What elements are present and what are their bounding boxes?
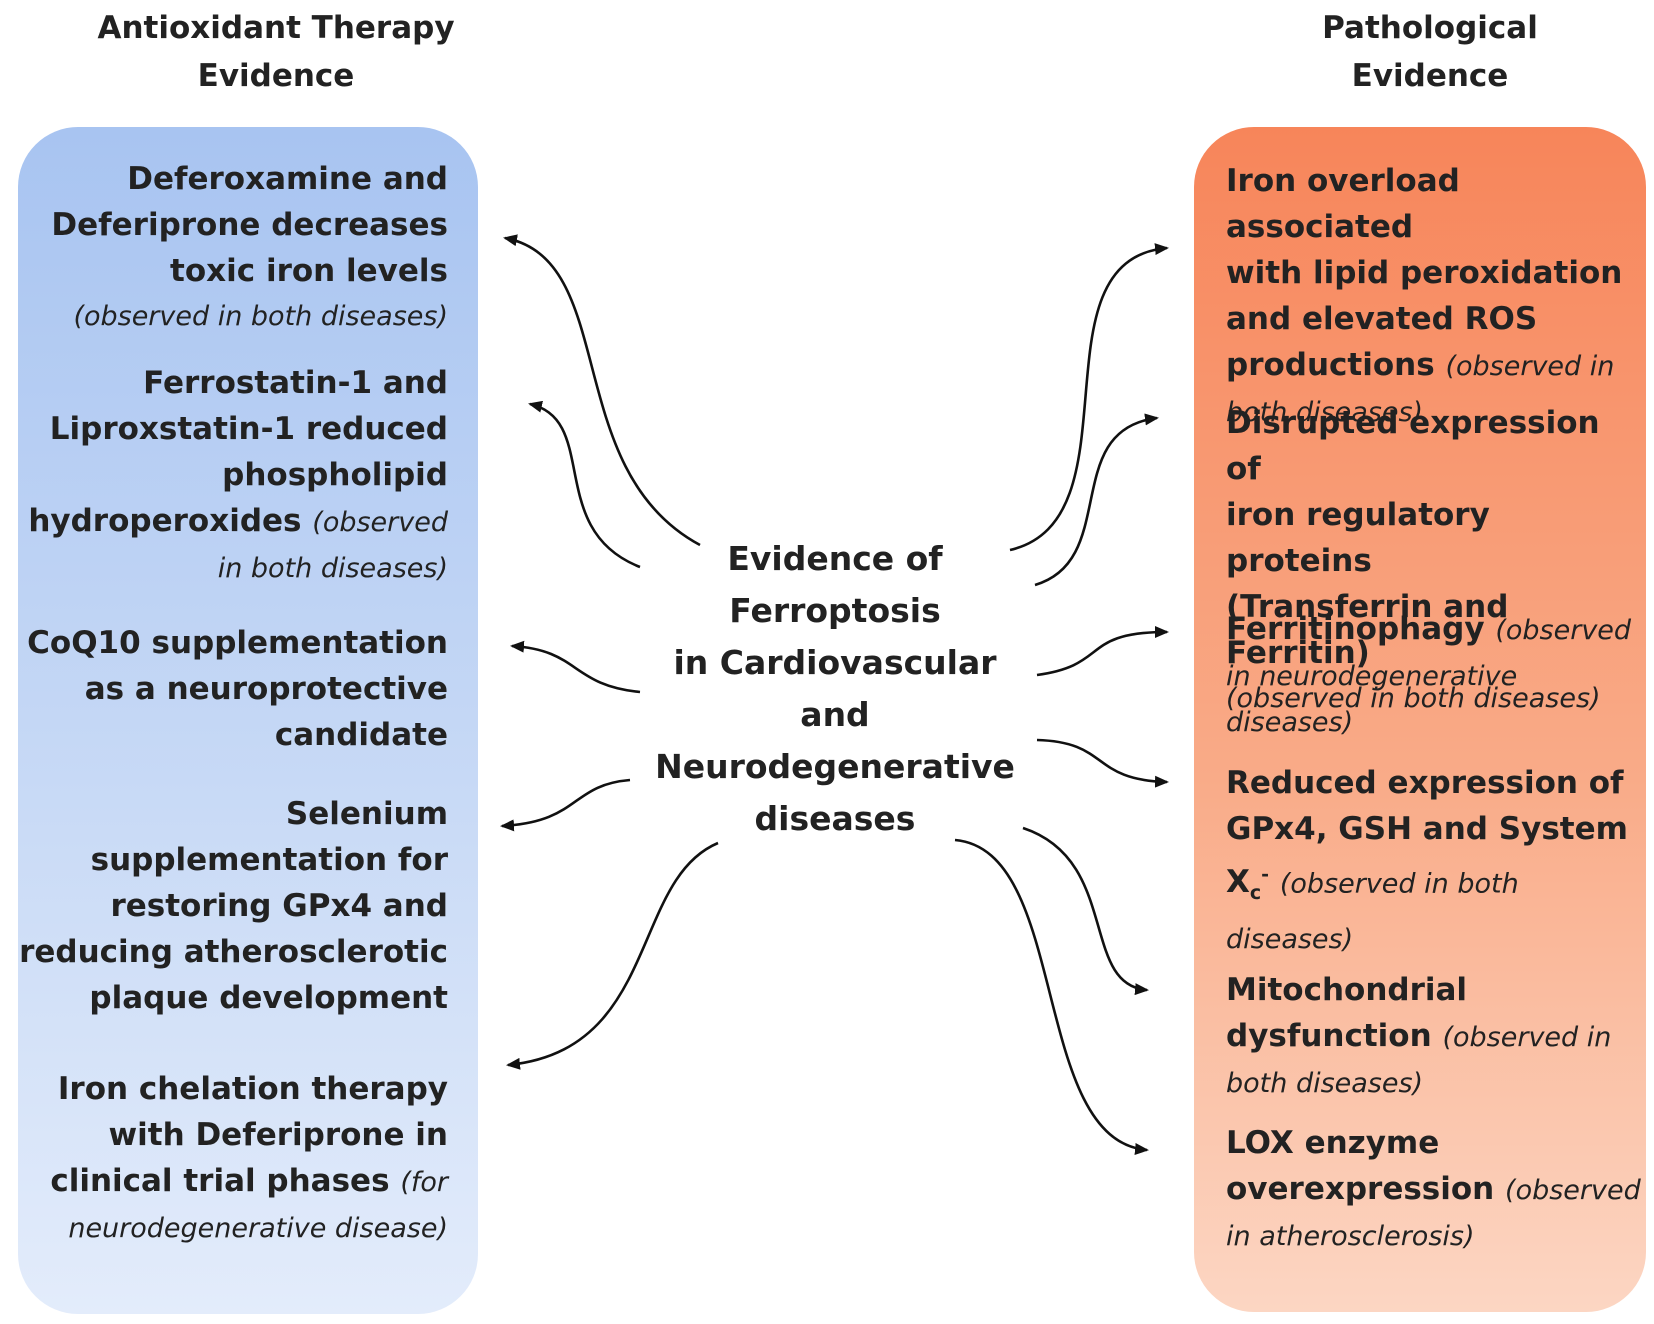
item-line: Liproxstatin-1 reduced xyxy=(49,411,448,447)
item-line: Iron overload associated xyxy=(1226,163,1460,245)
item-note: neurodegenerative disease) xyxy=(68,1213,448,1244)
item-note: (observed xyxy=(1495,615,1632,646)
item-line: Reduced expression of xyxy=(1226,765,1624,801)
item-line: Selenium xyxy=(285,796,448,832)
center-line: in Cardiovascular xyxy=(673,643,997,682)
item-line: dysfunction xyxy=(1226,1018,1432,1054)
item-note: (observed in xyxy=(1442,1022,1612,1053)
item-note: (observed in both diseases) xyxy=(73,301,448,332)
item-line: productions xyxy=(1226,347,1435,383)
arrow-to-iron-overload xyxy=(1009,243,1169,552)
center-line: Neurodegenerative xyxy=(655,747,1015,786)
item-note: diseases) xyxy=(1226,707,1354,738)
item-note: in both diseases) xyxy=(217,553,448,584)
item-note: (observed xyxy=(1505,1175,1641,1206)
item-line: Ferrostatin-1 and xyxy=(143,365,448,401)
item-line: LOX enzyme xyxy=(1226,1125,1440,1161)
item-note: both diseases) xyxy=(1226,1068,1424,1099)
antioxidant-item-selenium: Selenium supplementation for restoring G… xyxy=(18,791,448,1021)
heading-line: Evidence xyxy=(1351,58,1509,94)
item-line: with Deferiprone in xyxy=(108,1117,449,1153)
item-line: (Transferrin and Ferritin) xyxy=(1226,589,1509,671)
central-concept: Evidence of Ferroptosis in Cardiovascula… xyxy=(650,533,1020,845)
item-line: toxic iron levels xyxy=(170,253,448,289)
arrow-to-mitochondrial xyxy=(1022,826,1149,996)
item-line: clinical trial phases xyxy=(50,1163,390,1199)
item-note: (observed xyxy=(312,507,448,538)
item-line: iron regulatory proteins xyxy=(1226,497,1490,579)
item-line: hydroperoxides xyxy=(28,503,302,539)
item-note: (observed in both xyxy=(1279,868,1519,900)
center-line: and xyxy=(800,695,870,734)
item-note: (for xyxy=(400,1167,448,1198)
arrow-to-deferoxamine xyxy=(503,234,701,547)
antioxidant-item-deferoxamine: Deferoxamine and Deferiprone decreases t… xyxy=(18,156,448,340)
center-line: Ferroptosis xyxy=(729,591,941,630)
antioxidant-item-iron-chelation: Iron chelation therapy with Deferiprone … xyxy=(18,1066,448,1252)
arrow-to-lox xyxy=(954,838,1149,1155)
arrow-to-regulatory-proteins xyxy=(1034,413,1159,587)
item-note: both diseases) xyxy=(1226,397,1424,428)
item-line: Ferritinophagy xyxy=(1226,611,1485,647)
arrow-to-selenium xyxy=(500,778,631,832)
center-line: diseases xyxy=(754,799,916,838)
item-line: reducing atherosclerotic xyxy=(19,934,448,970)
item-line: as a neuroprotective xyxy=(84,671,448,707)
pathological-item-iron-regulatory-proteins: Disrupted expression of iron regulatory … xyxy=(1226,400,1644,722)
arrow-to-coq10 xyxy=(510,640,641,694)
item-line: CoQ10 supplementation xyxy=(27,625,448,661)
arrow-to-iron-chelation xyxy=(506,841,719,1070)
item-line: phospholipid xyxy=(222,457,448,493)
antioxidant-item-coq10: CoQ10 supplementation as a neuroprotecti… xyxy=(18,620,448,758)
item-line: candidate xyxy=(274,717,448,753)
item-line: plaque development xyxy=(89,980,448,1016)
antioxidant-therapy-panel xyxy=(18,127,478,1314)
item-line: Deferoxamine and xyxy=(127,161,448,197)
item-note: (observed in xyxy=(1445,351,1615,382)
pathological-item-ferritinophagy: Ferritinophagy (observed in neurodegener… xyxy=(1226,606,1644,746)
pathological-item-lox-overexpression: LOX enzyme overexpression (observed in a… xyxy=(1226,1120,1644,1260)
system-xc-label: Xc- xyxy=(1226,864,1270,905)
item-line: Disrupted expression of xyxy=(1226,405,1600,487)
item-line: overexpression xyxy=(1226,1171,1495,1207)
item-note: diseases) xyxy=(1226,923,1354,955)
center-line: Evidence of xyxy=(727,539,943,578)
arrow-to-ferritinophagy xyxy=(1036,626,1169,677)
pathological-evidence-heading: Pathological Evidence xyxy=(1230,4,1630,100)
item-line: Iron chelation therapy xyxy=(57,1071,448,1107)
item-line: GPx4, GSH and System xyxy=(1226,811,1628,847)
pathological-item-gpx4-reduction: Reduced expression of GPx4, GSH and Syst… xyxy=(1226,760,1644,963)
heading-line: Antioxidant Therapy xyxy=(97,10,455,46)
heading-line: Pathological xyxy=(1322,10,1538,46)
item-note: (observed in both diseases) xyxy=(1226,683,1601,714)
arrow-to-ferrostatin xyxy=(528,400,641,569)
item-line: with lipid peroxidation xyxy=(1226,255,1623,291)
antioxidant-item-ferrostatin: Ferrostatin-1 and Liproxstatin-1 reduced… xyxy=(18,360,448,592)
pathological-item-mitochondrial-dysfunction: Mitochondrial dysfunction (observed in b… xyxy=(1226,967,1644,1107)
item-line: supplementation for xyxy=(90,842,448,878)
item-note: in neurodegenerative xyxy=(1226,661,1518,692)
item-note: in atherosclerosis) xyxy=(1226,1221,1475,1252)
item-line: Mitochondrial xyxy=(1226,972,1468,1008)
item-line: and elevated ROS xyxy=(1226,301,1538,337)
item-line: restoring GPx4 and xyxy=(110,888,448,924)
pathological-item-iron-overload: Iron overload associated with lipid pero… xyxy=(1226,158,1644,436)
arrow-to-gpx4 xyxy=(1036,738,1169,788)
antioxidant-therapy-heading: Antioxidant Therapy Evidence xyxy=(86,4,466,100)
pathological-evidence-panel xyxy=(1194,127,1646,1312)
item-line: Deferiprone decreases xyxy=(51,207,448,243)
heading-line: Evidence xyxy=(197,58,355,94)
